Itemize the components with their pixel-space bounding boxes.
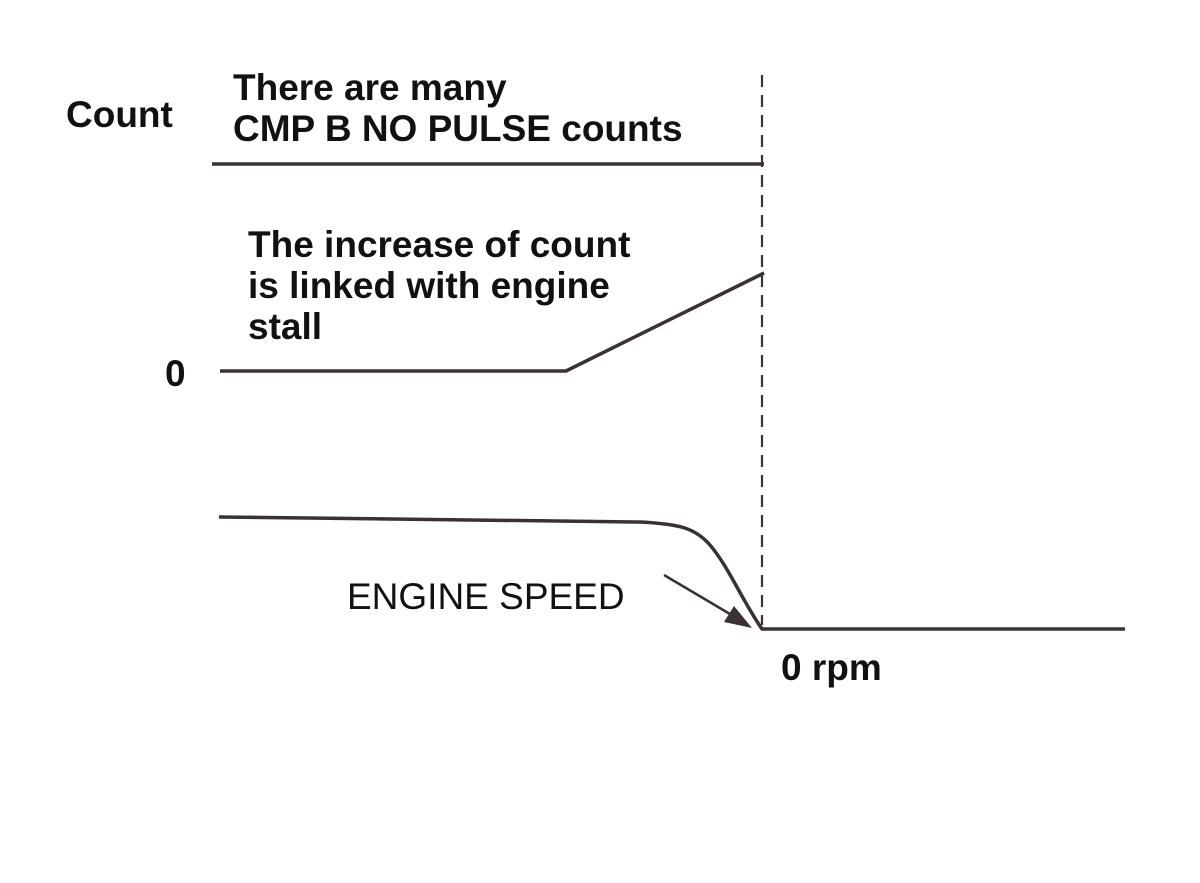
engine-speed-label: ENGINE SPEED <box>347 576 625 617</box>
increase-note-line-2: is linked with engine <box>248 265 610 306</box>
zero-rpm-label: 0 rpm <box>781 647 882 688</box>
increase-note-line-1: The increase of count <box>248 224 631 265</box>
increase-note-line-3: stall <box>248 306 323 347</box>
engine-speed-leader-line <box>663 573 736 619</box>
many-counts-note-line-1: There are many <box>233 67 507 108</box>
zero-count-label: 0 <box>165 353 186 394</box>
engine-speed-arrowhead <box>724 606 752 628</box>
count-increase-trace <box>220 271 765 373</box>
count-axis-label: Count <box>66 94 173 135</box>
engine-speed-trace <box>218 515 1125 631</box>
many-counts-note-line-2: CMP B NO PULSE counts <box>233 108 683 149</box>
